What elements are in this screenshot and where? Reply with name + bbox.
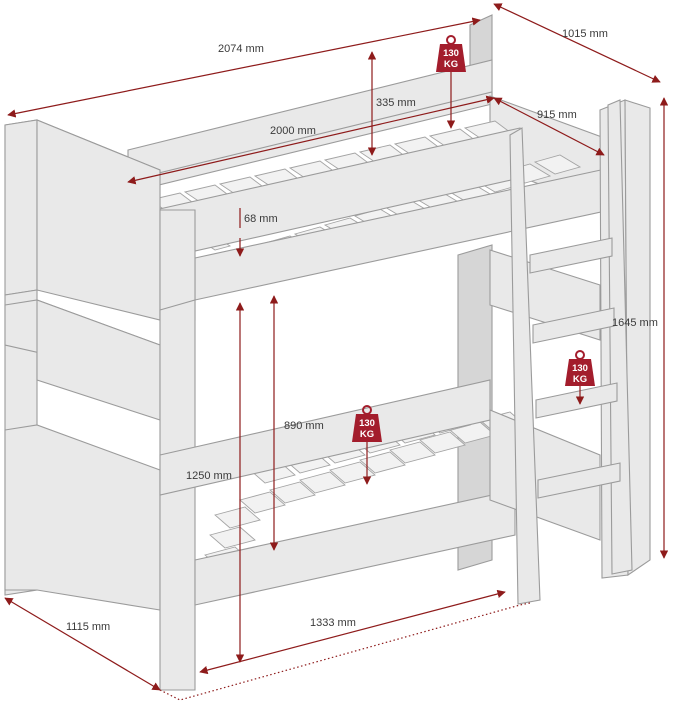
label-guard-height: 335 mm — [376, 97, 416, 109]
weight-icon — [352, 414, 382, 442]
dim-total-width-line — [493, 3, 661, 83]
weight-badge-lower: 130 KG — [352, 405, 382, 485]
svg-text:130: 130 — [443, 48, 459, 59]
ladder-rung-1 — [529, 237, 613, 274]
weight-badge-ladder: 130 KG — [565, 350, 595, 405]
weight-icon — [436, 44, 466, 72]
left-front-post — [159, 299, 196, 691]
label-total-length: 2074 mm — [218, 43, 264, 55]
dim-foot-depth-line — [4, 597, 161, 691]
label-lower-clearance: 890 mm — [284, 420, 324, 432]
label-total-height: 1645 mm — [612, 317, 658, 329]
svg-text:KG: KG — [573, 374, 587, 385]
upper-left-outer-face — [4, 119, 38, 296]
weight-badge-upper: 130 KG — [436, 35, 466, 129]
svg-text:KG: KG — [444, 59, 458, 70]
label-lower-length: 1333 mm — [310, 617, 356, 629]
weight-icon — [565, 359, 595, 386]
label-upper-deck-height: 1250 mm — [186, 470, 232, 482]
lower-front-rail — [194, 489, 516, 606]
ladder-rung-2 — [532, 307, 615, 344]
label-slat-depth: 68 mm — [244, 213, 278, 225]
label-mattress-width: 915 mm — [537, 109, 577, 121]
left-mid-panel — [36, 299, 161, 421]
dimension-labels: 2074 mm 1015 mm 335 mm 915 mm 2000 mm 68… — [66, 28, 658, 633]
dim-total-length-line — [7, 17, 481, 118]
ladder-rung-4 — [537, 462, 621, 499]
dim-mattress-width-line — [493, 97, 605, 156]
svg-text:130: 130 — [359, 418, 375, 429]
dim-floor-outline — [159, 602, 531, 701]
ladder-right-rail — [607, 99, 633, 575]
left-lower-panel — [4, 424, 161, 611]
label-mattress-length: 2000 mm — [270, 125, 316, 137]
dim-mattress-length-line — [127, 95, 495, 185]
dim-lower-length-line — [199, 589, 506, 675]
svg-text:130: 130 — [572, 363, 588, 374]
label-total-width: 1015 mm — [562, 28, 608, 40]
svg-text:KG: KG — [360, 429, 374, 440]
label-foot-depth: 1115 mm — [66, 621, 110, 633]
dimension-lines — [4, 3, 669, 701]
